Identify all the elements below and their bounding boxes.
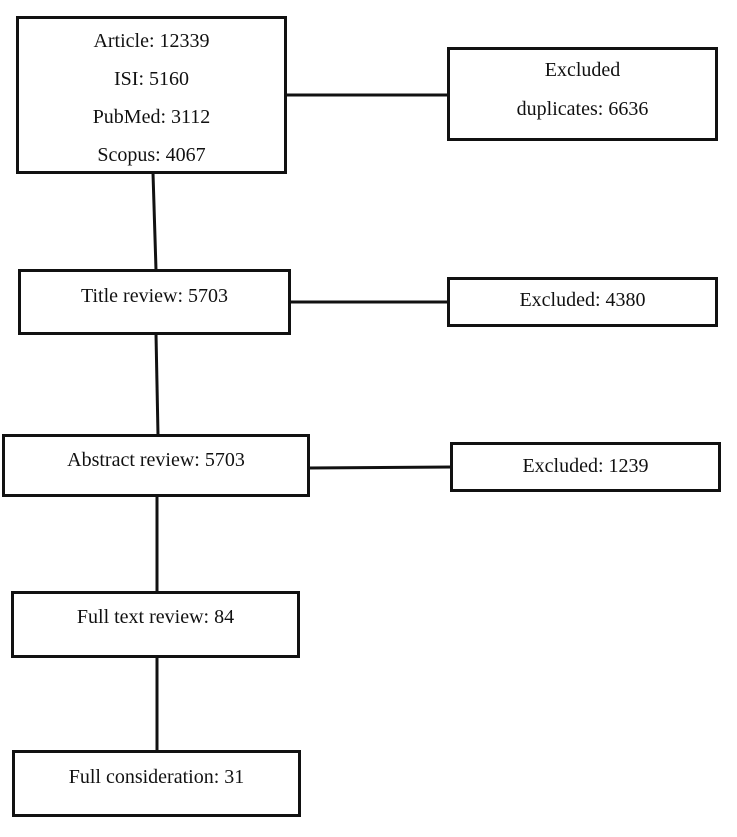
abstract-review-label: Abstract review: 5703 (67, 449, 245, 471)
connector-abstract-review-to-excluded (307, 465, 453, 470)
title-review-label: Title review: 5703 (80, 285, 229, 307)
sources-box: Article: 12339 ISI: 5160 PubMed: 3112 Sc… (16, 16, 287, 174)
excluded-duplicates-line1: Excluded (544, 59, 621, 81)
pubmed-count: PubMed: 3112 (92, 106, 211, 128)
excluded-title-label: Excluded: 4380 (519, 289, 646, 311)
connector-sources-to-title-review (151, 172, 158, 271)
article-count: Article: 12339 (93, 30, 210, 52)
excluded-title-box: Excluded: 4380 (447, 277, 718, 327)
excluded-abstract-box: Excluded: 1239 (450, 442, 721, 492)
excluded-duplicates-box: Excluded duplicates: 6636 (447, 47, 718, 141)
full-consideration-box: Full consideration: 31 (12, 750, 301, 817)
connector-title-review-to-abstract-review (154, 333, 160, 436)
excluded-abstract-label: Excluded: 1239 (522, 455, 649, 477)
scopus-count: Scopus: 4067 (97, 144, 206, 166)
full-text-review-label: Full text review: 84 (76, 606, 235, 628)
abstract-review-box: Abstract review: 5703 (2, 434, 310, 497)
title-review-box: Title review: 5703 (18, 269, 291, 335)
full-consideration-label: Full consideration: 31 (68, 766, 245, 788)
excluded-duplicates-line2: duplicates: 6636 (516, 98, 649, 120)
isi-count: ISI: 5160 (114, 68, 189, 90)
full-text-review-box: Full text review: 84 (11, 591, 300, 658)
